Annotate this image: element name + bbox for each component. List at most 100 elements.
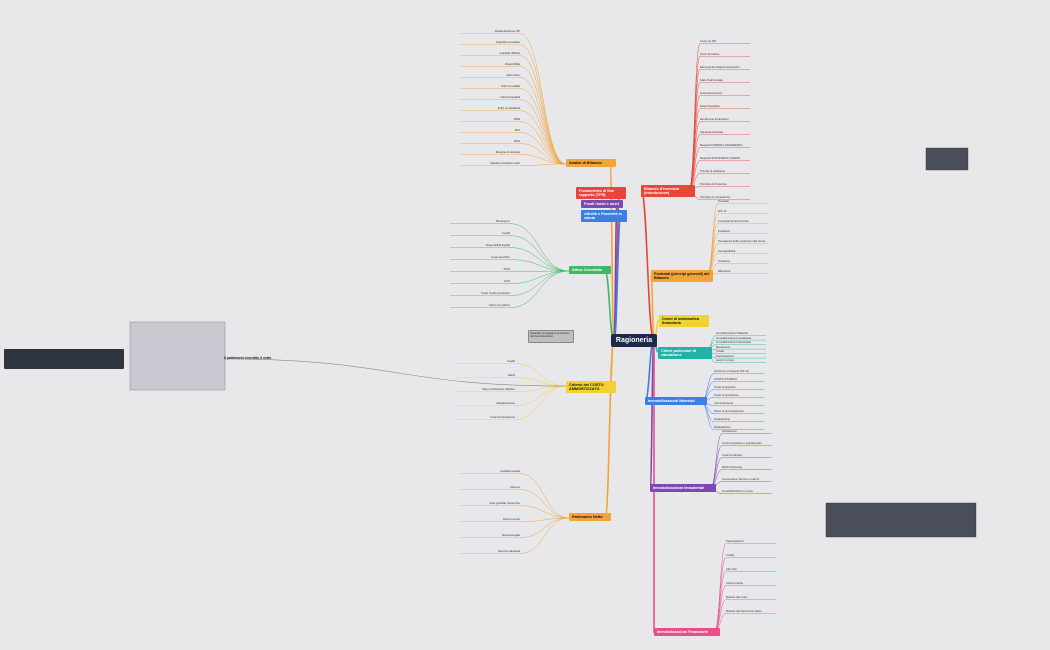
attivo-node[interactable]: Rimanenze (495, 219, 510, 223)
branch-patrimonio-netto[interactable]: Patrimonio Netto (569, 513, 611, 522)
connector-line (509, 270, 570, 284)
criterio-node[interactable]: Crediti (506, 359, 515, 363)
criteri-node[interactable]: Immobilizzazioni Finanziarie (716, 340, 751, 344)
immateriali-node[interactable]: Avviamento (722, 429, 737, 433)
analisi-node[interactable]: Disponibilità (504, 62, 520, 66)
bilancio-node[interactable]: Cos'è un bil? (700, 39, 717, 43)
postulati-node[interactable]: Postulati (718, 199, 729, 203)
materiali-node[interactable]: Costo di produzione (714, 393, 739, 397)
bilancio-node[interactable]: Rendiconto Finanziario (700, 117, 729, 121)
bilancio-node[interactable]: Principio di Prudenza (700, 182, 727, 186)
bilancio-node[interactable]: Fonti normative (700, 52, 720, 56)
analisi-node[interactable]: Indici di liquidità (500, 95, 520, 99)
postulati-node[interactable]: Prudenza (718, 229, 730, 233)
branch-bilancio-esercizio[interactable]: Bilancio d'esercizio (Introduzione) (641, 185, 695, 198)
criterio-node[interactable]: Debiti (507, 373, 515, 377)
materiali-node[interactable]: Iscrizione in bilancio OIC 16 (714, 369, 749, 373)
branch-postulati[interactable]: Postulati (principi generali) del Bilanc… (651, 270, 713, 283)
branch-immobilizzazioni-finanziarie[interactable]: Immobilizzazioni Finanziarie (654, 628, 720, 637)
criteri-node[interactable]: Partecipazioni (716, 353, 734, 358)
immateriali-node[interactable]: Costi di impianto e ampliamento (722, 441, 762, 445)
analisi-node[interactable]: Indici di solidità (501, 84, 520, 88)
criteri-node[interactable]: Rimanenze (716, 344, 731, 349)
patrimonio-node[interactable]: Capitale sociale (500, 469, 520, 473)
attivo-node[interactable]: Disponibilità liquide (486, 243, 510, 247)
bilancio-node[interactable]: Requisiti FORMALI (CHIAREZZA) (700, 143, 743, 147)
branch-immobilizzazioni-materiali[interactable]: Immobilizzazioni Materiali (645, 397, 707, 406)
analisi-node[interactable]: ROI (515, 128, 520, 132)
patrimonio-node[interactable]: Riserva statutaria (498, 549, 520, 553)
criteri-node[interactable]: Crediti (716, 349, 725, 353)
branch-analisi-bilancio[interactable]: Analisi di Bilancio (566, 159, 616, 168)
connector-line (519, 517, 570, 538)
connector-line (509, 270, 570, 296)
analisi-node[interactable]: Riclassificazione SP (494, 29, 520, 33)
finanziarie-node[interactable]: Crediti (726, 553, 735, 557)
criteri-node[interactable]: Immobilizzazioni Immateriali (716, 335, 751, 340)
analisi-node[interactable]: Indici di redditività (497, 106, 520, 110)
finanziarie-node[interactable]: Partecipazioni (726, 539, 744, 543)
immateriali-node[interactable]: Concessioni, licenze e marchi (722, 477, 759, 481)
patrimonio-node[interactable]: Riserve (510, 485, 520, 489)
analisi-node[interactable]: ROE (513, 117, 520, 121)
analisi-node[interactable]: Liquidità immediate (495, 40, 520, 44)
postulati-node[interactable]: OIC 11 (718, 209, 727, 213)
postulati-node[interactable]: Prevalenza della sostanza sulla forma (718, 239, 766, 243)
left-note-label[interactable]: Il patrimonio investito il netto (224, 356, 272, 360)
bilancio-node[interactable]: Principio di competenza (700, 195, 730, 199)
bilancio-node[interactable]: Conto Economico (700, 91, 723, 95)
bilancio-node[interactable]: Elementi del bilancio d'esercizio (700, 65, 740, 69)
bilancio-node[interactable]: Requisiti SOSTANZIALI (VERIT) (700, 156, 741, 160)
branch-costo-ammortizzato[interactable]: Criterio del COSTO AMMORTIZZATO (566, 381, 616, 394)
bilancio-node[interactable]: Clausola Generale (700, 130, 724, 134)
postulati-node[interactable]: Rilevanza (718, 269, 731, 273)
patrimonio-node[interactable]: Azioni proprie (502, 517, 520, 521)
finanziarie-node[interactable]: Azioni proprie (726, 581, 744, 585)
branch-attivita-valuta[interactable]: Attività e Passività in valuta (581, 210, 627, 223)
patrimonio-node[interactable]: Riserva legale (502, 533, 520, 537)
criterio-node[interactable]: Tasso di interesse effettivo (482, 387, 515, 391)
branch-fondi-rischi[interactable]: Fondi rischi e oneri (581, 200, 623, 209)
criterio-node[interactable]: Attualizzazione (496, 401, 515, 405)
finanziarie-node[interactable]: Altri titoli (726, 567, 737, 571)
analisi-node[interactable]: Liquidità differite (499, 51, 520, 55)
branch-tfr[interactable]: Fondamento di fine rapporto (TFR) (576, 187, 626, 200)
analisi-node[interactable]: ROS (513, 139, 520, 143)
finanziarie-node[interactable]: Metodo del costo (726, 595, 748, 599)
attivo-node[interactable]: Valore di realizzo (488, 303, 510, 307)
materiali-node[interactable]: Costo di acquisto (714, 385, 736, 389)
analisi-node[interactable]: Capitale circolante netto (489, 161, 520, 165)
materiali-node[interactable]: Ammortamento (714, 401, 734, 405)
bilancio-node[interactable]: Stato Patrimoniale (700, 78, 723, 82)
attivo-node[interactable]: LIFO (503, 279, 510, 283)
postulati-node[interactable]: Costanza (718, 259, 730, 263)
immateriali-node[interactable]: Immobilizzazioni in corso (722, 489, 754, 493)
criteri-node[interactable]: Lavori in corso (716, 358, 735, 362)
connector-line (604, 339, 615, 519)
materiali-node[interactable]: COSTO STORICO (714, 377, 738, 381)
root-node[interactable]: Ragioneria (611, 334, 657, 347)
bilancio-node[interactable]: Nota Integrativa (700, 104, 720, 108)
materiali-node[interactable]: Rivalutazione (714, 425, 731, 429)
immateriali-node[interactable]: Diritti di brevetto (722, 465, 743, 469)
attivo-node[interactable]: FIFO (503, 267, 510, 271)
patrimonio-node[interactable]: Utile (perdita) d'esercizio (489, 501, 520, 505)
attivo-node[interactable]: Costo medio ponderato (480, 291, 510, 295)
branch-criteri-valutazione[interactable]: Criteri particolari di valutazione (658, 347, 712, 360)
attivo-node[interactable]: Costo specifico (491, 255, 510, 259)
criteri-node[interactable]: Immobilizzazioni Materiali (716, 331, 748, 335)
analisi-node[interactable]: Margine di struttura (495, 150, 520, 154)
branch-cenni-matematica[interactable]: Cenni di matematica finanziaria (659, 315, 709, 328)
postulati-node[interactable]: Competenza Economica (718, 219, 749, 223)
criterio-node[interactable]: Costi di transazione (490, 415, 515, 419)
branch-attivo-circolante[interactable]: Attivo Circolante (569, 266, 611, 275)
branch-immobilizzazioni-immateriali[interactable]: Immobilizzazioni Immateriali (650, 484, 716, 493)
materiali-node[interactable]: Piano di ammortamento (714, 409, 744, 413)
postulati-node[interactable]: Comparabilità (718, 249, 736, 253)
attivo-node[interactable]: Crediti (501, 231, 510, 235)
immateriali-node[interactable]: Costi di sviluppo (722, 453, 743, 457)
finanziarie-node[interactable]: Metodo del Patrimonio Netto (726, 609, 762, 613)
analisi-node[interactable]: Attivo fisso (506, 73, 520, 77)
materiali-node[interactable]: Svalutazione (714, 417, 731, 421)
bilancio-node[interactable]: Principi di redazione (700, 169, 726, 173)
